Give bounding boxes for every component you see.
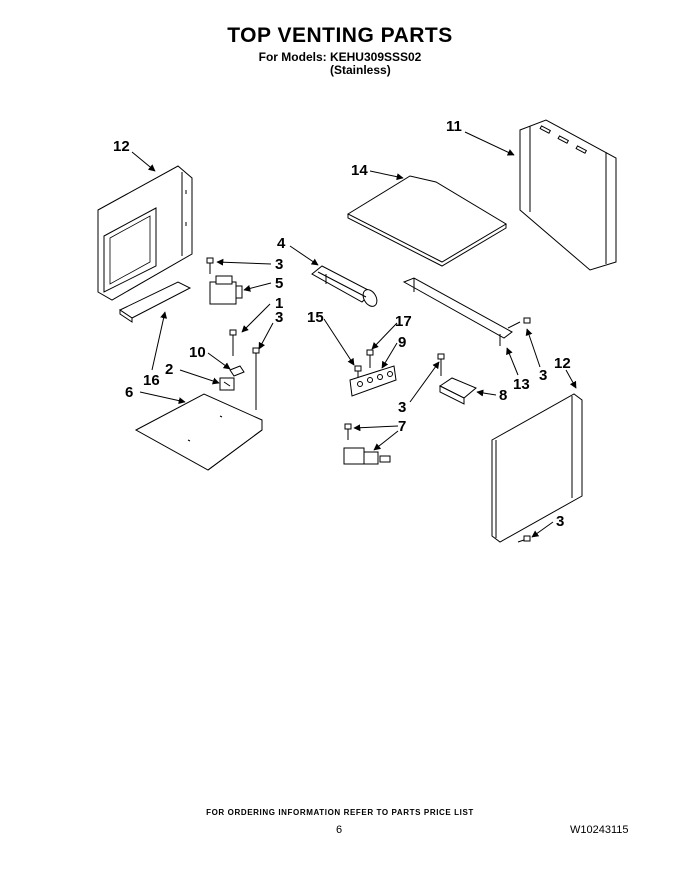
callout-labels: 12 11 14 4 3 5 1 3 15 17 9 10 2 16 6 13 …	[113, 118, 571, 530]
callout-15: 15	[307, 309, 324, 326]
part-control-module	[439, 377, 477, 405]
part-bottom-panel	[134, 393, 263, 471]
callout-7: 7	[398, 418, 406, 435]
callout-12-right: 12	[554, 355, 571, 372]
part-side-panel-right	[491, 393, 583, 543]
part-fuse-holder	[219, 365, 245, 391]
callout-6: 6	[125, 384, 133, 401]
callout-3-lower: 3	[398, 399, 406, 416]
part-transformer	[209, 275, 243, 305]
part-bracket-16	[118, 281, 192, 323]
callout-3-middle: 3	[275, 309, 283, 326]
part-brace	[402, 277, 513, 346]
callout-10: 10	[189, 344, 206, 361]
callout-2: 2	[165, 361, 173, 378]
callout-5: 5	[275, 275, 283, 292]
page-number: 6	[336, 824, 343, 836]
callout-13: 13	[513, 376, 530, 393]
models-line: For Models: KEHU309SSS02	[258, 50, 422, 64]
callout-11: 11	[446, 118, 462, 135]
part-terminal-block	[349, 365, 397, 397]
callout-1: 1	[275, 295, 283, 312]
callout-17: 17	[395, 313, 412, 330]
document-number: W10243115	[570, 824, 629, 836]
callout-9: 9	[398, 334, 406, 351]
ordering-note: FOR ORDERING INFORMATION REFER TO PARTS …	[206, 808, 474, 817]
callout-3-upper: 3	[275, 256, 283, 273]
variant-line: (Stainless)	[330, 63, 391, 77]
page-title: TOP VENTING PARTS	[227, 24, 453, 47]
callout-3-bottom: 3	[556, 513, 564, 530]
callout-16: 16	[143, 372, 160, 389]
leader-lines	[131, 131, 577, 538]
part-side-panel-left	[97, 165, 193, 301]
part-top-panel	[346, 175, 507, 267]
part-rear-panel	[519, 119, 617, 271]
callout-3-right: 3	[539, 367, 547, 384]
callout-4: 4	[277, 235, 286, 252]
part-relay	[343, 447, 391, 465]
part-fan-motor	[311, 265, 378, 307]
screw-set	[206, 257, 531, 543]
callout-12-left: 12	[113, 138, 130, 155]
callout-8: 8	[499, 387, 507, 404]
callout-14: 14	[351, 162, 368, 179]
